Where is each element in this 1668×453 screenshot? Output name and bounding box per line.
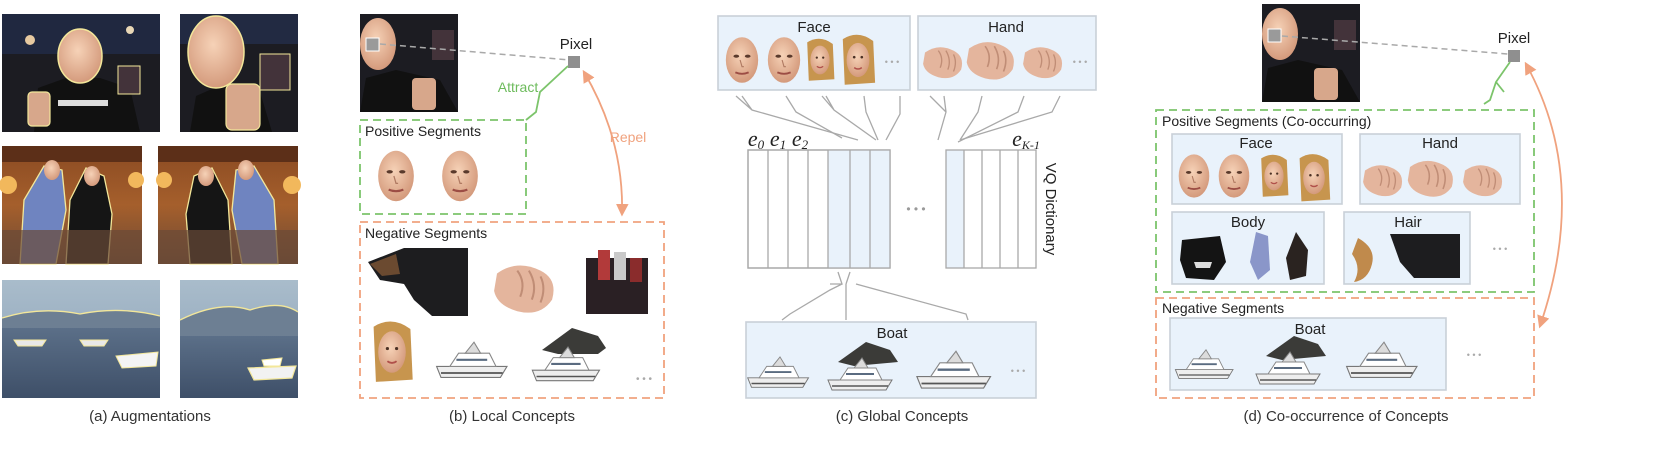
repel-label: Repel	[610, 129, 647, 145]
vq-dictionary-group-1	[747, 149, 891, 269]
codeword-e0: e0	[748, 126, 765, 152]
pixel-marker	[1267, 28, 1282, 43]
panel-augmentations: (a) Augmentations	[0, 14, 301, 425]
hand-label-c: Hand	[988, 19, 1024, 36]
repel-arrow-d	[1524, 61, 1563, 329]
pixel-marker	[365, 37, 380, 52]
panel-local-concepts: Pixel Attract Repel Positive Segments Ne…	[359, 14, 665, 425]
face-thumbnail	[766, 36, 802, 84]
face-thumbnail	[372, 320, 414, 383]
vq-dictionary-group-2	[945, 149, 1037, 269]
caption-d: (d) Co-occurrence of Concepts	[1243, 408, 1448, 425]
repel-arrow	[582, 69, 629, 217]
face-thumbnail	[377, 149, 415, 203]
face-thumbnail	[441, 149, 479, 203]
face-thumbnail	[806, 38, 836, 82]
pixel-label-b: Pixel	[560, 36, 593, 53]
face-thumbnail	[1217, 153, 1251, 199]
panel-global-concepts: Face • • • Hand • • •	[717, 15, 1097, 425]
hair-label-d: Hair	[1394, 214, 1422, 231]
codeword-e1: e1	[770, 126, 786, 152]
augmentation-image-4	[156, 146, 301, 265]
concept-links-bottom	[781, 271, 969, 321]
face-thumbnail	[1177, 153, 1211, 199]
boat-thumbnail	[435, 341, 509, 379]
boat-thumbnail	[531, 328, 606, 382]
ellipsis-d-negative: • • •	[1467, 350, 1481, 360]
ellipsis-hand: • • •	[1073, 57, 1087, 67]
negative-segments-label-b: Negative Segments	[365, 225, 487, 241]
face-label-c: Face	[797, 19, 830, 36]
hand-thumbnail	[493, 264, 555, 314]
positive-segments-label-d: Positive Segments (Co-occurring)	[1162, 113, 1371, 129]
negative-segments-box-b	[359, 221, 665, 399]
codeword-eK-1: eK-1	[1012, 126, 1040, 152]
attract-link	[525, 65, 569, 121]
face-label-d: Face	[1239, 135, 1272, 152]
boat-thumbnail	[827, 342, 898, 391]
augmentation-image-3	[0, 146, 144, 265]
augmentation-image-1	[2, 14, 160, 132]
positive-segments-box-d	[1155, 109, 1535, 293]
bottles-segment	[586, 250, 648, 314]
caption-a: (a) Augmentations	[89, 408, 211, 425]
pixel-square-icon	[1508, 50, 1520, 62]
source-image-d	[1262, 4, 1360, 102]
ellipsis-b: • • •	[636, 374, 653, 385]
attract-label: Attract	[498, 79, 539, 95]
positive-segments-label-b: Positive Segments	[365, 123, 481, 139]
negative-segments-label-d: Negative Segments	[1162, 300, 1284, 316]
boat-thumbnail	[1255, 336, 1326, 385]
hand-label-d: Hand	[1422, 135, 1458, 152]
panel-co-occurrence: Pixel Positive Segments (Co-occurring) F…	[1155, 4, 1563, 425]
augmentation-image-6	[179, 280, 299, 398]
pixel-label-d: Pixel	[1498, 30, 1531, 47]
caption-b: (b) Local Concepts	[449, 408, 575, 425]
face-thumbnail	[842, 34, 876, 86]
vq-dictionary-label: VQ Dictionary	[1042, 163, 1059, 256]
caption-c: (c) Global Concepts	[836, 408, 969, 425]
augmentation-image-5	[1, 280, 161, 398]
boat-label-d: Boat	[1295, 321, 1327, 338]
augmentation-image-2	[180, 14, 298, 132]
body-thumbnail	[1250, 232, 1270, 280]
background-segment	[368, 248, 468, 316]
face-thumbnail	[724, 36, 760, 84]
body-label-d: Body	[1231, 214, 1266, 231]
negative-segments-box-d	[1155, 297, 1535, 399]
boat-label-c: Boat	[877, 325, 909, 342]
face-thumbnail	[1298, 153, 1331, 203]
ellipsis-boat-c: • • •	[1011, 366, 1025, 376]
positive-segments-box-b	[359, 119, 527, 215]
ellipsis-d-positive: • • •	[1493, 244, 1507, 254]
ellipsis-face: • • •	[885, 57, 899, 67]
codeword-e2: e2	[792, 126, 809, 152]
attract-link-d	[1483, 61, 1511, 105]
ellipsis-dictionary: • • •	[906, 202, 925, 216]
pixel-square-icon	[568, 56, 580, 68]
source-image-b	[360, 14, 458, 112]
face-thumbnail	[1260, 154, 1290, 198]
body-thumbnail	[1286, 232, 1308, 280]
concept-links-top	[735, 95, 1061, 143]
hair-thumbnail	[1390, 234, 1460, 278]
